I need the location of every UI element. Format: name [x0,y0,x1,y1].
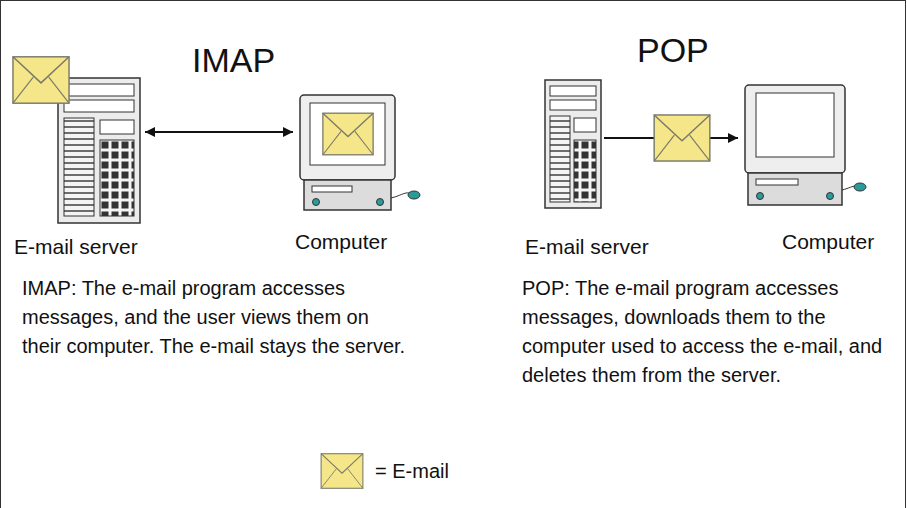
legend-item: = E-mail [313,452,449,490]
node-caption: Computer [295,230,387,253]
protocol-title: IMAP [192,36,275,85]
description-note: IMAP: The e-mail program accesses messag… [22,274,412,361]
legend-text: = E-mail [375,460,449,483]
computer-node: Computer [295,95,422,213]
description-note: POP: The e-mail program accesses message… [522,274,892,390]
computer-icon [300,95,420,210]
computer-node: Computer [740,84,866,208]
server-node: E-mail server [544,79,602,209]
connector-arrow [145,131,293,133]
server-icon [58,78,140,223]
legend-swatch [313,452,371,490]
protocol-title: POP [637,26,709,75]
server-node: E-mail server [55,75,143,225]
email-icon [654,115,710,161]
server-icon [545,80,601,208]
email-icon [13,57,69,103]
node-caption: E-mail server [525,235,649,258]
node-caption: Computer [782,230,874,253]
node-caption: E-mail server [14,235,138,258]
computer-icon [745,85,866,205]
